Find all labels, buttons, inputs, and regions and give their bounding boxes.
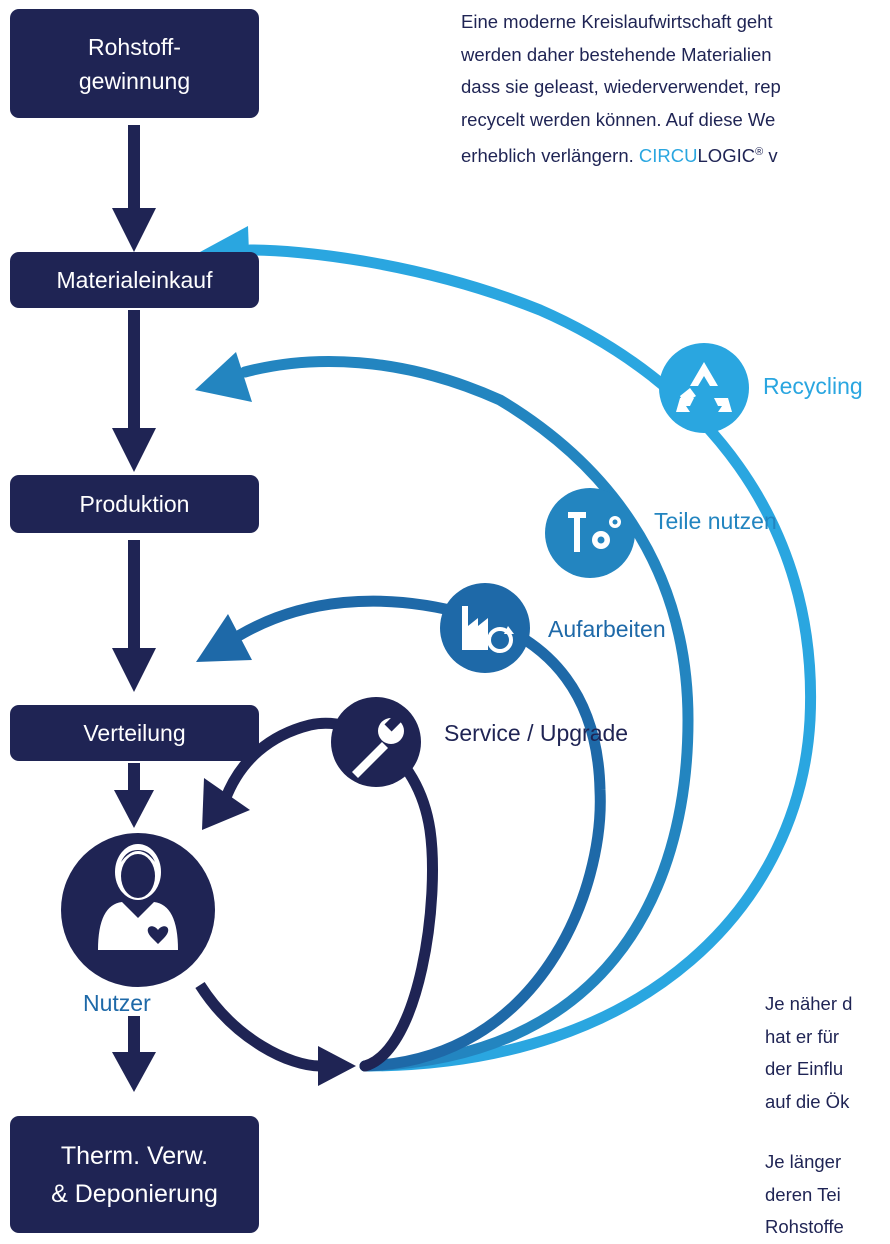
intro-line: werden daher bestehende Materialien (461, 43, 772, 65)
label-recycling: Recycling (763, 373, 863, 399)
box-deponierung-label: Therm. Verw. & Deponierung (51, 1137, 218, 1213)
brand-mark: ® (755, 146, 764, 158)
box-produktion: Produktion (10, 475, 259, 533)
chain-arrows (112, 125, 156, 1092)
intro-last-suffix: v (763, 145, 778, 167)
recycling-icon-node (659, 343, 749, 433)
box-produktion-label: Produktion (79, 491, 190, 517)
box-materialeinkauf: Materialeinkauf (10, 252, 259, 308)
side-paragraph-1: Je näher d hat er für der Einflu auf die… (765, 988, 852, 1118)
label-nutzer: Nutzer (83, 990, 151, 1016)
intro-last-prefix: erheblich verlängern. (461, 145, 639, 167)
arrow-rohstoff-to-material (112, 125, 156, 252)
intro-paragraph: Eine moderne Kreislaufwirtschaft geht we… (461, 6, 890, 173)
arrow-verteilung-to-nutzer (114, 763, 154, 828)
side-line: Je näher d (765, 993, 853, 1014)
box-rohstoffgewinnung: Rohstoff- gewinnung (10, 9, 259, 118)
box-materialeinkauf-label: Materialeinkauf (56, 267, 213, 293)
side-line: auf die Ök (765, 1090, 850, 1112)
side-line: hat er für (765, 1025, 840, 1047)
label-line: Rohstoff- (88, 33, 181, 60)
arrow-produktion-to-verteilung (112, 540, 156, 692)
box-verteilung: Verteilung (10, 705, 259, 761)
nutzer-node (61, 833, 215, 987)
side-line: Rohstoffe (765, 1216, 844, 1237)
arrow-nutzer-to-deponierung (112, 1016, 156, 1092)
aufarbeiten-loop (196, 595, 606, 1072)
side-line: Je länger (765, 1151, 842, 1172)
label-line: Therm. Verw. (60, 1141, 209, 1170)
side-paragraph-2: Je länger deren Tei Rohstoffe (765, 1146, 844, 1244)
intro-line: dass sie geleast, wiederverwendet, rep (461, 76, 781, 97)
side-line: deren Tei (765, 1183, 841, 1205)
intro-line-last: erheblich verlängern. CIRCULOGIC® v (461, 136, 890, 173)
side-line: der Einflu (765, 1058, 844, 1079)
teile-loop (195, 352, 694, 1072)
label-aufarbeiten: Aufarbeiten (548, 616, 666, 642)
teile-icon-node (545, 488, 635, 578)
label-line: gewinnung (78, 67, 191, 94)
recycle-icon (676, 362, 732, 412)
box-verteilung-label: Verteilung (83, 720, 186, 746)
intro-line: Eine moderne Kreislaufwirtschaft geht (461, 11, 773, 32)
user-heart-icon (98, 844, 178, 950)
nutzer-to-center-arrow (195, 982, 356, 1086)
factory-refresh-icon (462, 606, 514, 653)
arrow-material-to-produktion (112, 310, 156, 472)
brand-rest: LOGIC (697, 145, 756, 167)
box-rohstoffgewinnung-label: Rohstoff- gewinnung (79, 30, 190, 98)
intro-line: recycelt werden können. Auf diese We (461, 108, 776, 130)
service-icon-node (331, 697, 421, 787)
label-line: & Deponierung (51, 1179, 218, 1208)
aufarbeiten-icon-node (440, 583, 530, 673)
label-service-upgrade: Service / Upgrade (444, 720, 629, 746)
wrench-icon (352, 714, 404, 778)
tools-gear-icon (568, 512, 621, 552)
label-teile-nutzen: Teile nutzen (654, 508, 777, 534)
brand-highlight: CIRCU (638, 145, 698, 167)
box-deponierung: Therm. Verw. & Deponierung (10, 1116, 259, 1233)
